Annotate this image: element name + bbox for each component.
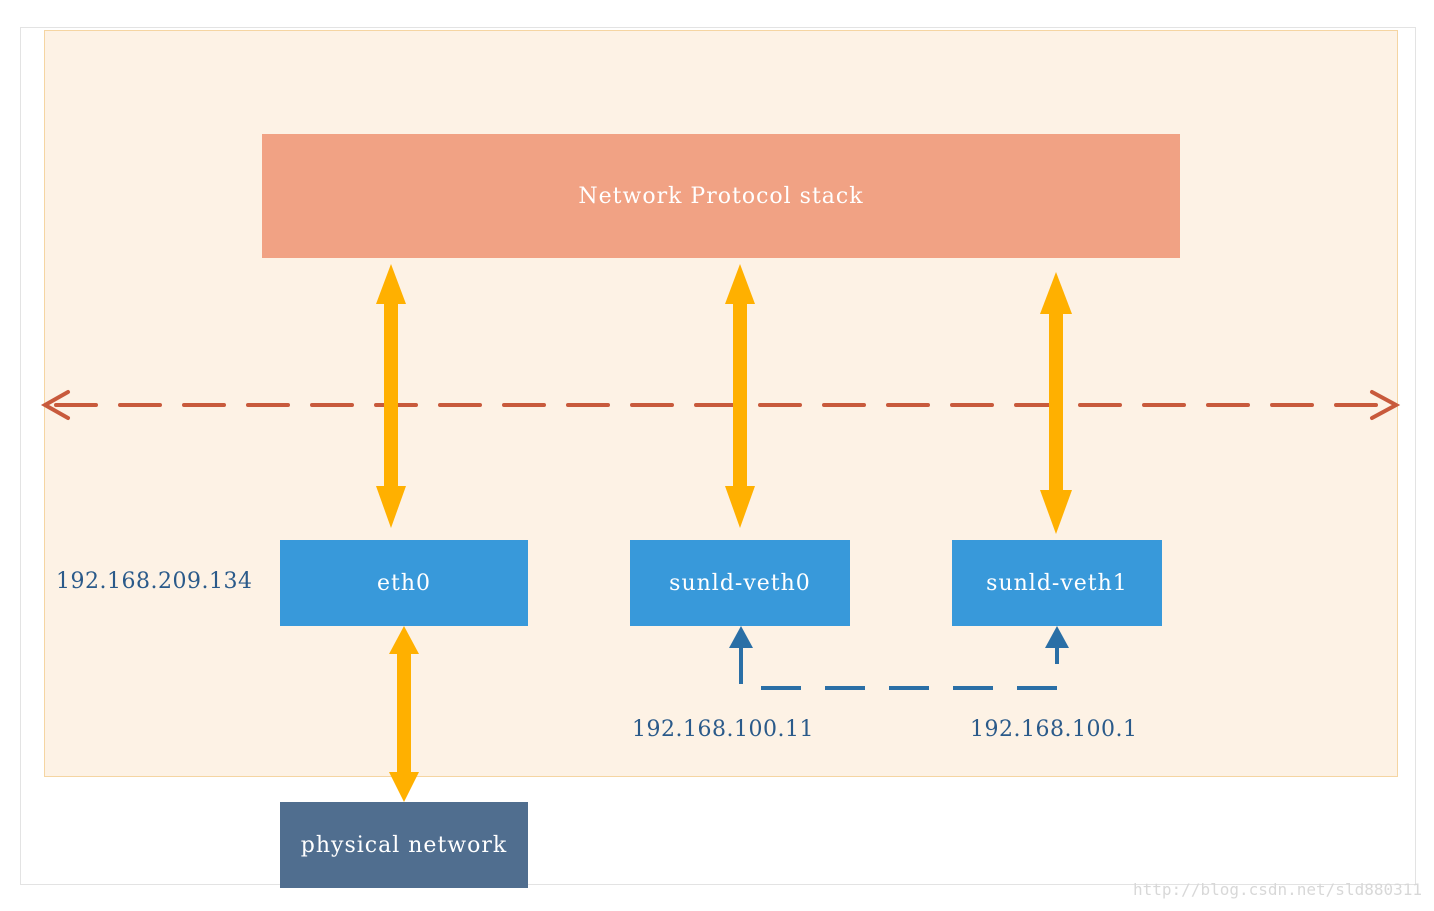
boundary-arrowhead-right bbox=[1370, 390, 1401, 420]
veth-pair-link bbox=[729, 626, 1069, 690]
outer-frame bbox=[20, 27, 1416, 885]
veth0-ip-label: 192.168.100.11 bbox=[632, 717, 814, 742]
protocol-stack-box: Network Protocol stack bbox=[262, 134, 1180, 258]
veth0-label: sunld-veth0 bbox=[669, 570, 811, 596]
veth1-label: sunld-veth1 bbox=[986, 570, 1128, 596]
physical-network-box: physical network bbox=[280, 802, 528, 888]
protocol-stack-label: Network Protocol stack bbox=[578, 183, 864, 209]
eth0-label: eth0 bbox=[376, 570, 432, 596]
veth1-ip-label: 192.168.100.1 bbox=[970, 717, 1138, 742]
boundary-arrowhead-left bbox=[40, 390, 70, 420]
veth1-arrowhead bbox=[1045, 626, 1069, 648]
arrow-eth0-physical bbox=[389, 626, 419, 802]
veth0-arrowhead bbox=[729, 626, 753, 648]
arrow-veth0-stack bbox=[725, 264, 755, 528]
eth0-box: eth0 bbox=[280, 540, 528, 626]
veth0-box: sunld-veth0 bbox=[630, 540, 850, 626]
arrow-veth1-stack bbox=[1040, 272, 1072, 534]
veth1-box: sunld-veth1 bbox=[952, 540, 1162, 626]
boundary-line bbox=[40, 390, 1401, 420]
eth0-ip-label: 192.168.209.134 bbox=[56, 569, 253, 594]
arrow-eth0-stack bbox=[376, 264, 406, 528]
physical-network-label: physical network bbox=[300, 832, 508, 858]
watermark: http://blog.csdn.net/sld880311 bbox=[1133, 880, 1422, 899]
